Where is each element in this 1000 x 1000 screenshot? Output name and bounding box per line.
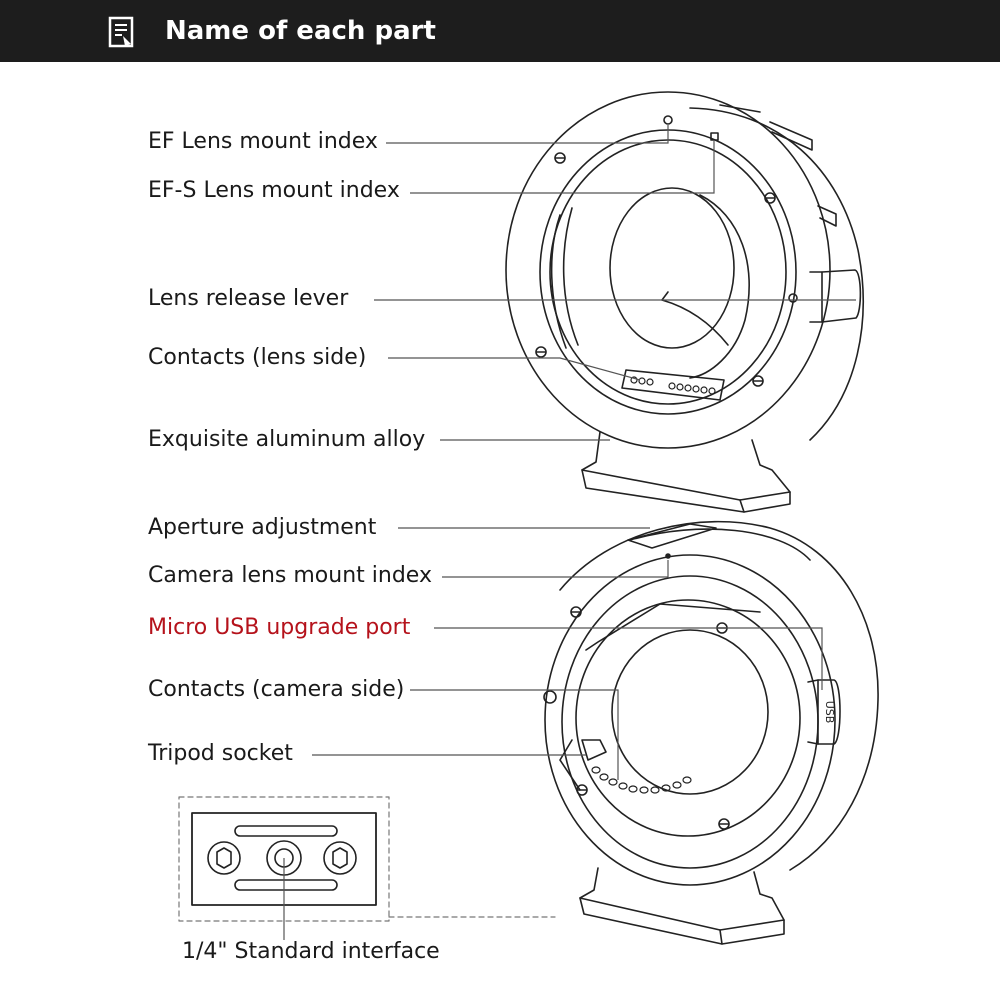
- label-contacts-lens-side: Contacts (lens side): [148, 345, 367, 370]
- leader-camera-index: [442, 560, 669, 578]
- label-lens-release-lever: Lens release lever: [148, 286, 349, 311]
- label-micro-usb-upgrade-port: Micro USB upgrade port: [148, 615, 411, 640]
- document-icon: [108, 16, 134, 48]
- label-ef-lens-mount-index: EF Lens mount index: [148, 129, 378, 154]
- label-standard-interface: 1/4" Standard interface: [182, 939, 440, 964]
- label-exquisite-aluminum-alloy: Exquisite aluminum alloy: [148, 427, 426, 452]
- leader-ef-index: [386, 125, 669, 144]
- label-tripod-socket: Tripod socket: [148, 741, 293, 766]
- label-aperture-adjustment: Aperture adjustment: [148, 515, 377, 540]
- camera-side-adapter: [543, 520, 879, 945]
- usb-marking: USB: [823, 701, 836, 724]
- leader-usb-port: [434, 627, 823, 690]
- leader-contacts-camera: [410, 689, 619, 780]
- page-title: Name of each part: [165, 16, 436, 46]
- leader-efs-index: [410, 140, 715, 194]
- lens-side-adapter: [505, 91, 864, 513]
- header-bar: Name of each part: [0, 0, 1000, 62]
- label-contacts-camera-side: Contacts (camera side): [148, 677, 405, 702]
- foot-detail: [178, 796, 556, 922]
- label-efs-lens-mount-index: EF-S Lens mount index: [148, 178, 400, 203]
- leader-contacts-lens: [388, 357, 641, 381]
- label-camera-lens-mount-index: Camera lens mount index: [148, 563, 432, 588]
